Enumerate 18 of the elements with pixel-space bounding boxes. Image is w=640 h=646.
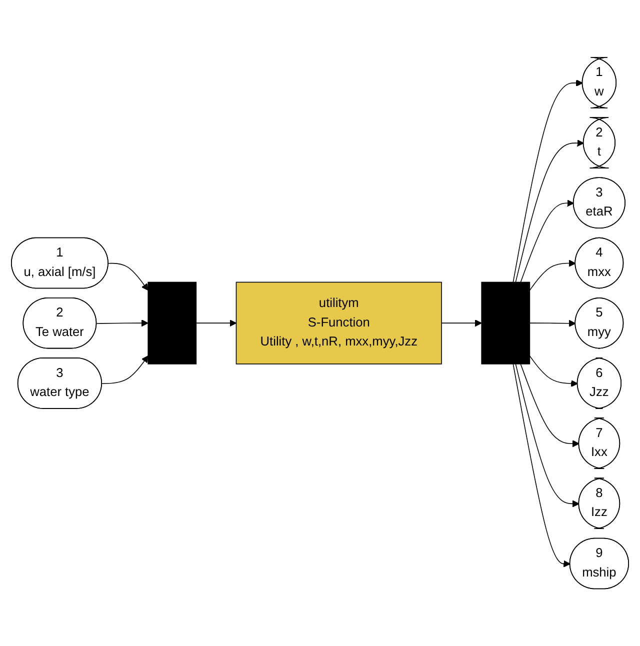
arrow <box>96 319 148 327</box>
block-diagram: 1 u, axial [m/s] 2 Te water 3 water type utilitym S-Function Utility , w,t,nR, mxx,myy,Jzz 1 w 2 t 3 etaR 4 mxx 5 myy 6 Jzz 7 Ixx 8 Izz 9 mship <box>5 50 635 596</box>
node-bar <box>481 282 530 364</box>
arrow <box>441 319 482 327</box>
arrow <box>515 139 584 283</box>
arrow <box>520 200 574 283</box>
arrow <box>529 260 576 291</box>
arrow <box>520 363 580 448</box>
arrow <box>102 355 148 384</box>
arrow <box>515 363 580 508</box>
arrow <box>196 319 237 327</box>
arrow <box>108 262 148 291</box>
arrow <box>529 320 576 327</box>
arrow <box>512 79 583 283</box>
arrow <box>512 363 570 568</box>
node-bar <box>148 282 197 364</box>
arrow <box>529 355 578 387</box>
node-box <box>236 282 442 364</box>
